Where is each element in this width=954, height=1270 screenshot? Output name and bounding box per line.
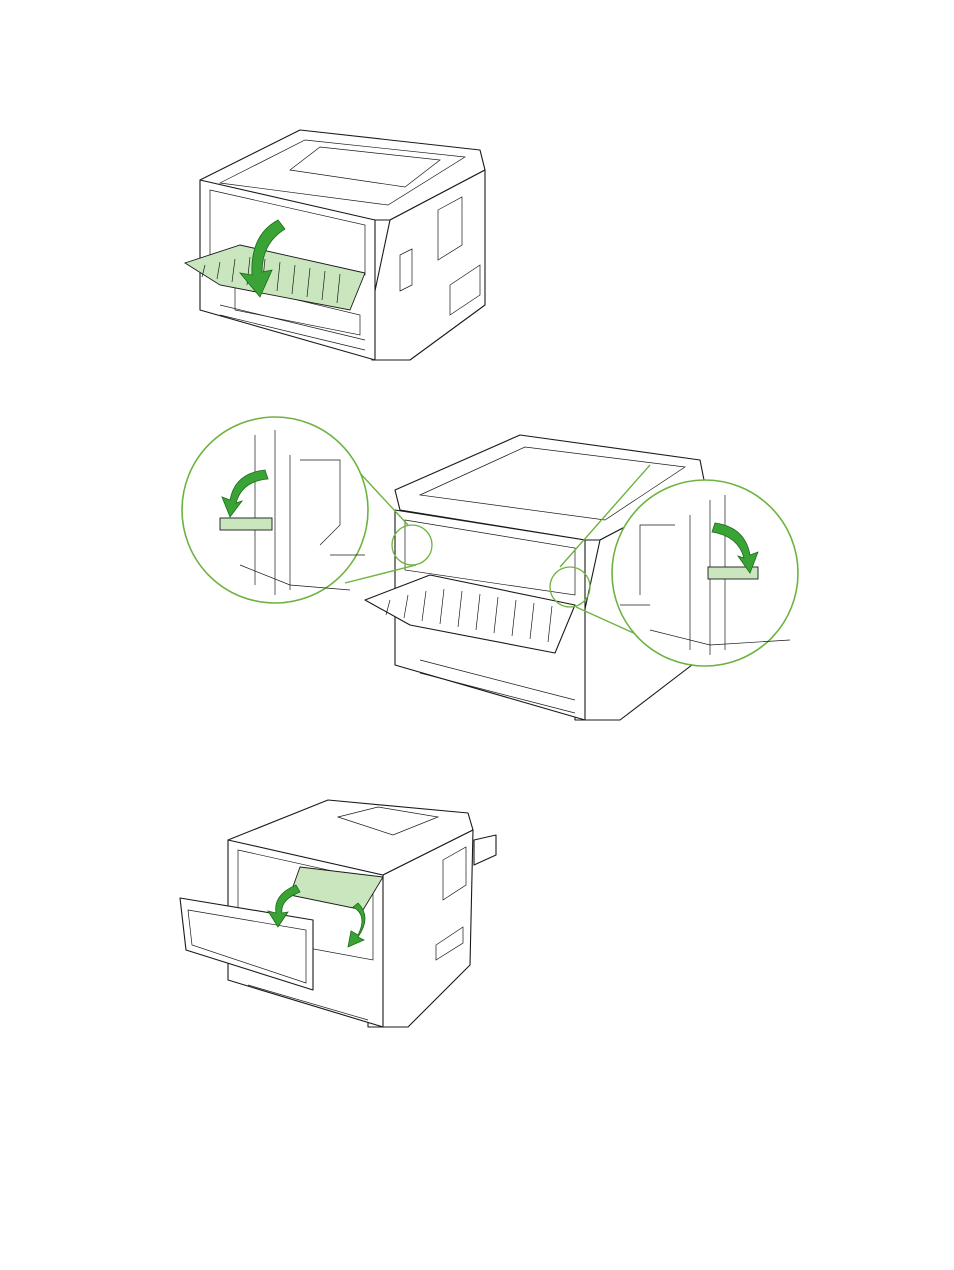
left-lever [220,518,272,530]
printer-pressure-levers-illustration [180,415,802,727]
printer-rear-door-open-illustration [180,125,490,365]
printer-front-svg [178,795,503,1030]
printer-levers-svg [180,415,802,727]
printer-rear-svg [180,125,490,365]
printer-front-jam-removal-illustration [178,795,503,1030]
